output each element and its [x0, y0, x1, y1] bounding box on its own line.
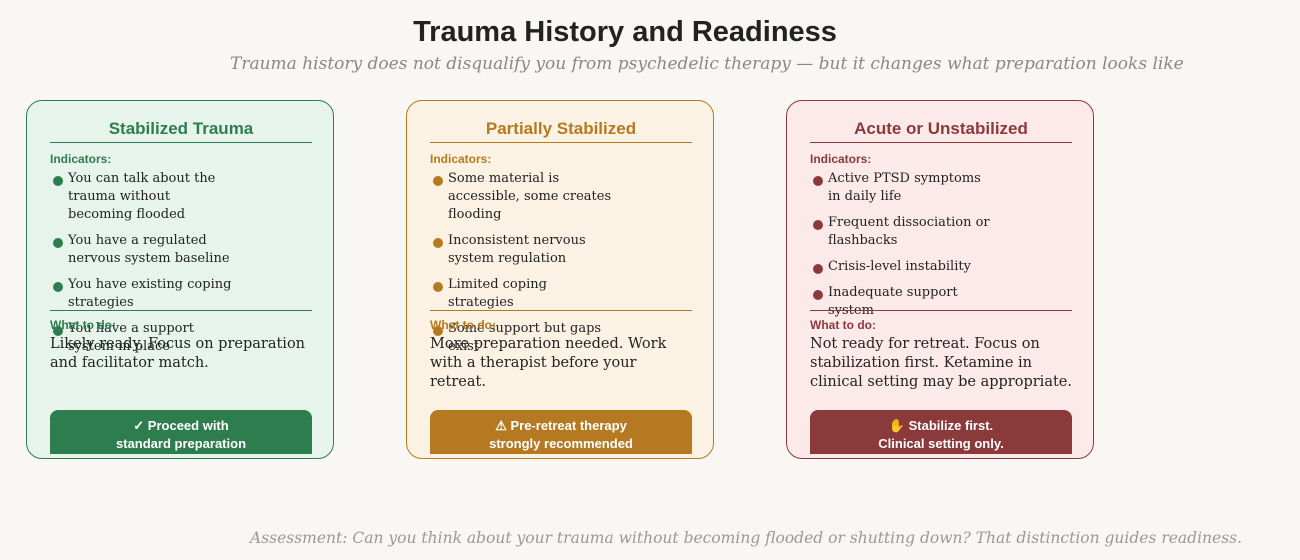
indicator-item: Some support but gaps exist — [430, 320, 692, 356]
indicator-item: Active PTSD symptoms in daily life — [810, 170, 1072, 206]
card-partially-stabilized: Partially Stabilized Indicators: Some ma… — [406, 100, 714, 459]
what-to-do-text: Likely ready. Focus on preparation and f… — [50, 336, 306, 371]
card-title: Partially Stabilized — [485, 119, 637, 138]
bullet-icon — [433, 176, 443, 186]
indicator-text: Inadequate support system — [828, 285, 958, 318]
action-banner: ✋ Stabilize first. Clinical setting only… — [810, 410, 1072, 454]
indicator-item: You have a regulated nervous system base… — [50, 232, 312, 268]
indicator-text: Frequent dissociation or flashbacks — [828, 215, 990, 248]
bullet-icon — [433, 238, 443, 248]
indicators-label: Indicators: — [810, 152, 872, 166]
what-to-do-label: What to do: — [430, 318, 496, 332]
indicator-item: Frequent dissociation or flashbacks — [810, 214, 1072, 250]
what-to-do-text: More preparation needed. Work with a the… — [430, 336, 667, 390]
action-line-2: standard preparation — [115, 436, 247, 451]
action-line-2: Clinical setting only. — [878, 436, 1004, 451]
indicator-list: You can talk about the trauma without be… — [50, 170, 312, 364]
action-banner: ⚠ Pre-retreat therapy strongly recommend… — [430, 410, 692, 454]
bullet-icon — [53, 326, 63, 336]
indicator-item: Inconsistent nervous system regulation — [430, 232, 692, 268]
what-to-do-text: Not ready for retreat. Focus on stabiliz… — [810, 336, 1072, 390]
indicator-text: Some support but gaps exist — [448, 321, 602, 354]
indicator-list: Active PTSD symptoms in daily life Frequ… — [810, 170, 1072, 328]
bullet-icon — [813, 176, 823, 186]
indicator-item: Some material is accessible, some create… — [430, 170, 692, 224]
check-icon: ✓ — [133, 418, 145, 433]
indicator-item: You have existing coping strategies — [50, 276, 312, 312]
card-title: Stabilized Trauma — [108, 119, 254, 138]
card-acute-unstabilized: Acute or Unstabilized Indicators: Active… — [786, 100, 1094, 459]
card-divider — [810, 142, 1072, 143]
action-line-1: ⚠ Pre-retreat therapy — [495, 418, 627, 433]
bullet-icon — [433, 282, 443, 292]
indicators-label: Indicators: — [50, 152, 112, 166]
indicator-item: You have a support system in place — [50, 320, 312, 356]
indicator-text: You have a regulated nervous system base… — [68, 233, 230, 266]
bullet-icon — [813, 220, 823, 230]
indicator-text: Active PTSD symptoms in daily life — [828, 171, 981, 204]
bullet-icon — [53, 176, 63, 186]
indicator-text: You can talk about the trauma without be… — [68, 171, 216, 222]
assessment-footer: Assessment: Can you think about your tra… — [250, 529, 1243, 547]
card-divider — [810, 310, 1072, 311]
page-subtitle: Trauma history does not disqualify you f… — [230, 54, 1184, 74]
indicator-item: You can talk about the trauma without be… — [50, 170, 312, 224]
card-divider — [430, 310, 692, 311]
warning-icon: ⚠ — [495, 418, 507, 433]
action-line-2: strongly recommended — [489, 436, 633, 451]
bullet-icon — [813, 290, 823, 300]
indicator-item: Limited coping strategies — [430, 276, 692, 312]
bullet-icon — [53, 238, 63, 248]
card-divider — [50, 310, 312, 311]
what-to-do-label: What to do: — [50, 318, 116, 332]
bullet-icon — [813, 264, 823, 274]
indicator-list: Some material is accessible, some create… — [430, 170, 692, 364]
indicator-text: Some material is accessible, some create… — [448, 171, 612, 222]
indicator-item: Crisis-level instability — [810, 258, 1072, 276]
action-line-1: ✓ Proceed with — [133, 418, 229, 433]
indicator-text: You have existing coping strategies — [68, 277, 232, 310]
what-to-do-label: What to do: — [810, 318, 876, 332]
page-title: Trauma History and Readiness — [413, 16, 837, 48]
card-divider — [50, 142, 312, 143]
card-divider — [430, 142, 692, 143]
indicator-text: Crisis-level instability — [828, 259, 971, 274]
card-stabilized: Stabilized Trauma Indicators: You can ta… — [26, 100, 334, 459]
indicator-item: Inadequate support system — [810, 284, 1072, 320]
indicators-label: Indicators: — [430, 152, 492, 166]
indicator-text: Limited coping strategies — [448, 277, 547, 310]
bullet-icon — [433, 326, 443, 336]
bullet-icon — [53, 282, 63, 292]
indicator-text: You have a support system in place — [68, 321, 194, 354]
action-banner: ✓ Proceed with standard preparation — [50, 410, 312, 454]
indicator-text: Inconsistent nervous system regulation — [448, 233, 586, 266]
card-title: Acute or Unstabilized — [854, 119, 1028, 138]
action-line-1: ✋ Stabilize first. — [888, 418, 994, 433]
stop-icon: ✋ — [888, 418, 906, 433]
